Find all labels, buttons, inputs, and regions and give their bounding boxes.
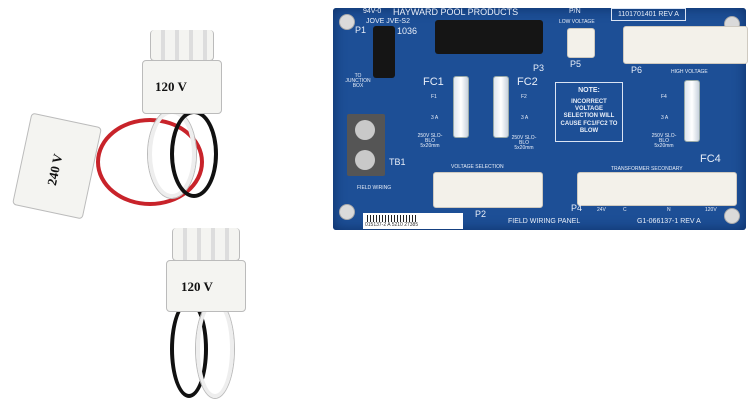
white-wire — [196, 300, 234, 398]
code-label: JOVE JVE-S2 — [366, 18, 410, 25]
p4-label: P4 — [571, 203, 583, 213]
f2-spec: 250V SLO-BLO 5x20mm — [511, 135, 537, 151]
f1-label: F1 — [431, 94, 437, 100]
tap-n: N — [667, 207, 671, 213]
jumper-fins-top — [150, 30, 214, 61]
note-title: NOTE: — [578, 87, 600, 94]
p5-label: P5 — [570, 59, 582, 69]
tb1-terminal-block — [347, 114, 385, 176]
barcode-number: 015137-2 A 5210 27385 — [365, 222, 419, 228]
f4-amps: 3 A — [661, 115, 669, 121]
tap-24v: 24V — [597, 207, 606, 213]
barcode-sticker: 015137-2 A 5210 27385 — [363, 213, 463, 229]
junction-box-label: TO JUNCTION BOX — [345, 73, 371, 89]
f1-amps: 3 A — [431, 115, 439, 121]
fuse-fc2 — [493, 76, 509, 138]
mount-hole — [724, 208, 740, 224]
fuse-fc4 — [684, 80, 700, 142]
p1-connector — [373, 26, 395, 78]
fc2-label: FC2 — [517, 76, 538, 88]
tap-c: C — [623, 207, 627, 213]
field-wiring-label: FIELD WIRING — [357, 185, 392, 191]
low-voltage-label: LOW VOLTAGE — [559, 19, 595, 25]
voltage-selection-label: VOLTAGE SELECTION — [451, 164, 504, 170]
jumper-connector-top: 120 V — [142, 60, 222, 114]
fc4-label: FC4 — [700, 153, 721, 165]
f4-spec: 250V SLO-BLO 5x20mm — [651, 133, 677, 149]
jumper-connector-left: 240 V — [12, 112, 102, 220]
jumper-left-label: 240 V — [44, 152, 66, 187]
p1-label: P1 — [355, 25, 367, 35]
high-voltage-label: HIGH VOLTAGE — [671, 69, 708, 75]
mount-hole — [339, 14, 355, 30]
panel-name: FIELD WIRING PANEL — [508, 218, 581, 225]
f4-label: F4 — [661, 94, 667, 100]
p2-label: P2 — [475, 209, 487, 219]
p3-label: P3 — [533, 63, 545, 73]
p3-connector — [435, 20, 543, 54]
p4-connector — [577, 172, 737, 206]
transformer-secondary-label: TRANSFORMER SECONDARY — [611, 166, 683, 172]
f2-amps: 3 A — [521, 115, 529, 121]
note-text: INCORRECT VOLTAGE SELECTION WILL CAUSE F… — [560, 99, 618, 134]
rating-label: 94V-0 — [363, 8, 382, 15]
jumper-connector-bottom: 120 V — [166, 260, 246, 312]
black-wire — [170, 110, 218, 198]
tb1-label: TB1 — [389, 157, 406, 167]
tap-120v: 120V — [705, 207, 717, 213]
terminal-screw — [355, 150, 375, 170]
p6-connector — [623, 26, 748, 64]
mount-hole — [339, 204, 355, 220]
part-number: 1101701401 REV A — [611, 8, 686, 21]
jumper-bottom-label: 120 V — [181, 279, 213, 294]
p6-label: P6 — [631, 65, 643, 75]
barcode — [367, 215, 417, 222]
f2-label: F2 — [521, 94, 527, 100]
board-revision: G1-066137-1 REV A — [637, 218, 701, 225]
maker-label: HAYWARD POOL PRODUCTS — [393, 7, 519, 17]
p5-connector — [567, 28, 595, 58]
jumper-top-label: 120 V — [155, 79, 187, 94]
p2-connector — [433, 172, 543, 208]
warning-note: NOTE: INCORRECT VOLTAGE SELECTION WILL C… — [555, 82, 623, 142]
terminal-screw — [355, 120, 375, 140]
code2-label: 1036 — [397, 26, 418, 36]
fc1-label: FC1 — [423, 76, 444, 88]
field-wiring-panel-board: 94V-0 HAYWARD POOL PRODUCTS JOVE JVE-S2 … — [333, 7, 748, 230]
fuse-fc1 — [453, 76, 469, 138]
pn-label: P/N — [569, 8, 581, 15]
f1-spec: 250V SLO-BLO 5x20mm — [417, 133, 443, 149]
jumper-fins-bottom — [172, 228, 240, 261]
